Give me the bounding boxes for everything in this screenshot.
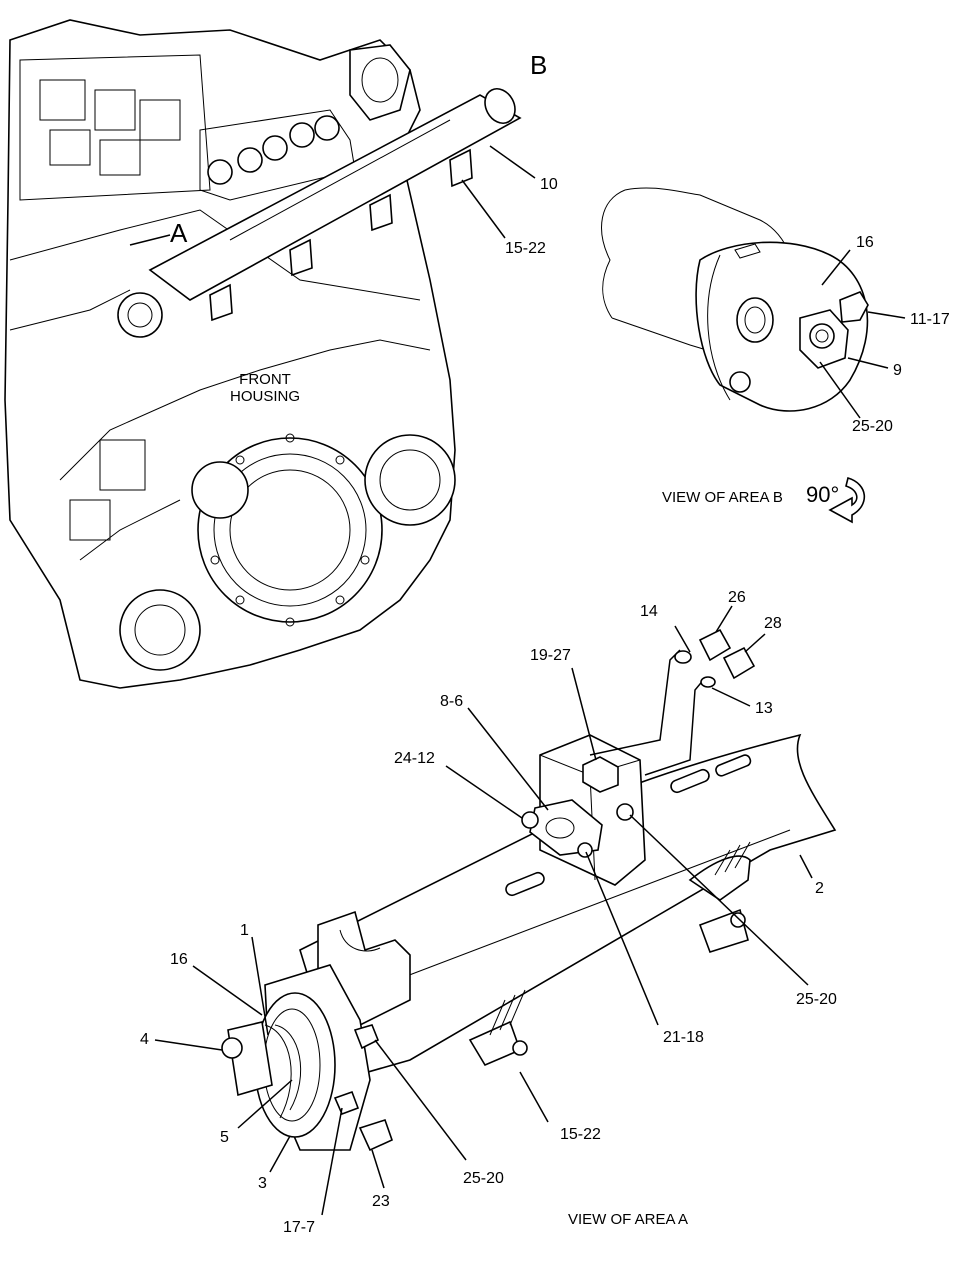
leader-16-a — [192, 965, 263, 1016]
engine-illustration — [4, 19, 456, 689]
leader-10 — [489, 145, 536, 179]
leader-11-17 — [867, 311, 906, 319]
area-label-b: B — [530, 50, 547, 80]
leader-area-a — [129, 234, 171, 246]
leader-5 — [237, 1079, 293, 1129]
callout-3: 3 — [258, 1175, 267, 1192]
rotate-arrow-icon — [828, 476, 866, 524]
callout-26: 26 — [728, 589, 746, 606]
leader-16-b — [821, 249, 851, 286]
leader-25-20-b — [819, 361, 861, 419]
leader-15-22-top — [461, 179, 506, 239]
callout-16-a: 16 — [170, 951, 188, 968]
callout-2: 2 — [815, 880, 824, 897]
view-b-illustration — [601, 187, 869, 412]
area-label-a: A — [170, 218, 188, 248]
callout-19-27: 19-27 — [530, 647, 571, 664]
leader-4 — [154, 1039, 223, 1051]
leader-28 — [744, 633, 766, 653]
leader-2 — [799, 854, 813, 879]
leader-26 — [715, 605, 733, 633]
leader-1 — [251, 936, 269, 1036]
callout-24-12: 24-12 — [394, 750, 435, 767]
callout-14: 14 — [640, 603, 658, 620]
rotation-label: 90° — [806, 482, 839, 507]
leader-9 — [847, 357, 889, 369]
fuel-manifold-tube — [148, 88, 522, 322]
callout-23: 23 — [372, 1193, 390, 1210]
leader-21-18 — [585, 851, 659, 1026]
callout-16-b: 16 — [856, 234, 874, 251]
leader-15-22-bottom — [519, 1071, 549, 1123]
callout-17-7: 17-7 — [283, 1219, 315, 1236]
callout-15-22-top: 15-22 — [505, 240, 546, 257]
leader-17-7 — [321, 1107, 343, 1216]
leader-14 — [674, 625, 691, 653]
leader-25-20-bottom — [374, 1039, 467, 1161]
callout-5: 5 — [220, 1129, 229, 1146]
callout-10: 10 — [540, 176, 558, 193]
leader-13 — [711, 687, 751, 707]
callout-21-18: 21-18 — [663, 1029, 704, 1046]
front-housing-label-line1: FRONT — [239, 371, 291, 388]
leader-24-12 — [445, 765, 523, 819]
callout-11-17: 11-17 — [910, 311, 950, 328]
view-b-caption: VIEW OF AREA B — [662, 489, 783, 506]
callout-25-20-right: 25-20 — [796, 991, 837, 1008]
view-a-caption: VIEW OF AREA A — [568, 1211, 688, 1228]
front-housing-label-line2: HOUSING — [230, 388, 300, 405]
callout-9: 9 — [893, 362, 902, 379]
callout-8-6: 8-6 — [440, 693, 463, 710]
callout-25-20-b: 25-20 — [852, 418, 893, 435]
callout-25-20-bottom: 25-20 — [463, 1170, 504, 1187]
callout-13: 13 — [755, 700, 773, 717]
callout-28: 28 — [764, 615, 782, 632]
leader-19-27 — [571, 667, 597, 761]
leader-23 — [371, 1149, 385, 1189]
leader-8-6 — [467, 707, 549, 811]
leader-25-20-right — [629, 814, 809, 986]
callout-4: 4 — [140, 1031, 149, 1048]
leader-3 — [269, 1135, 291, 1173]
callout-1: 1 — [240, 922, 249, 939]
callout-15-22-bottom: 15-22 — [560, 1126, 601, 1143]
view-a-illustration — [221, 628, 837, 1152]
